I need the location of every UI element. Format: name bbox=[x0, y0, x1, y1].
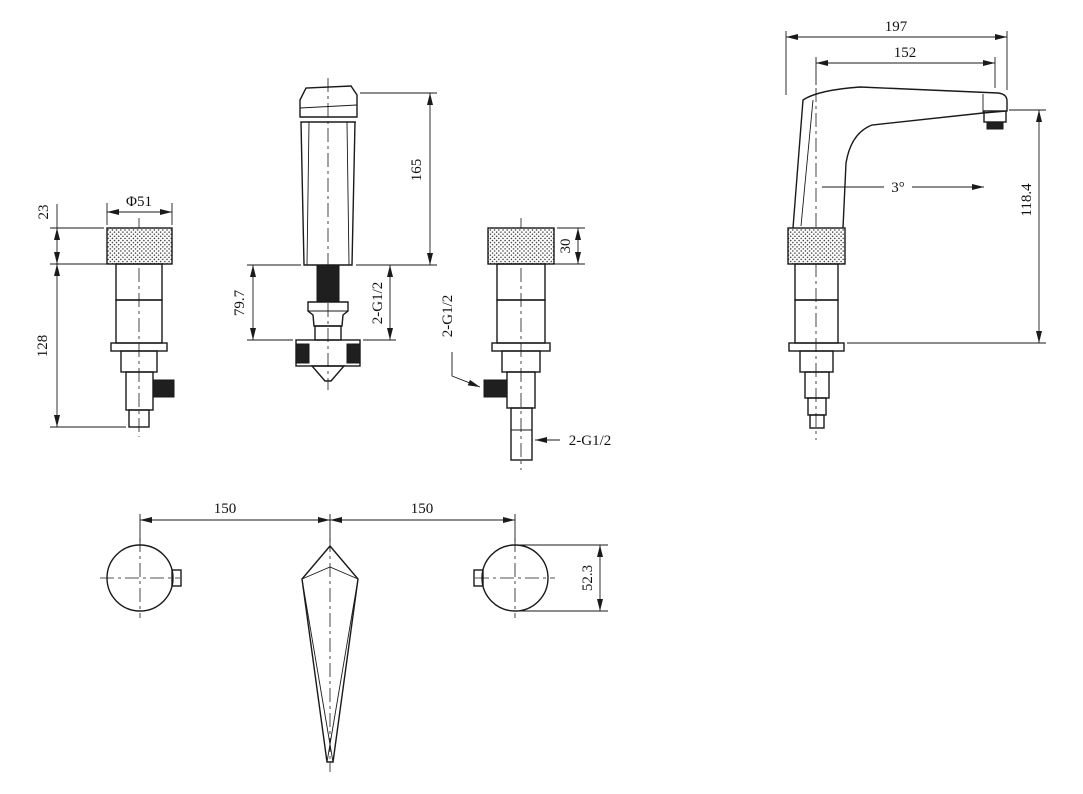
dim-shank-length: 79.7 bbox=[232, 264, 301, 341]
dim-overall-reach-label: 197 bbox=[885, 19, 908, 35]
dim-left-cap-diameter: Φ51 bbox=[106, 194, 173, 225]
spout-front-cap bbox=[299, 85, 358, 118]
spout-crossbar-port-left bbox=[295, 343, 310, 364]
dim-right-knurl-height-label: 30 bbox=[558, 239, 574, 254]
left-handle-front-view: Φ51 23 128 bbox=[35, 194, 175, 437]
dim-handle-diameter: 52.3 bbox=[517, 544, 608, 612]
dim-outlet-height: 118.4 bbox=[847, 109, 1046, 344]
spout-side-bottom-nub bbox=[809, 414, 825, 429]
dim-right-knurl-height: 30 bbox=[548, 227, 585, 265]
spout-front-view: 165 79.7 2-G1/2 bbox=[232, 78, 437, 390]
dim-right-side-thread-label: 2-G1/2 bbox=[440, 295, 456, 338]
dim-spout-reach-label: 152 bbox=[894, 45, 917, 61]
dim-left-cap-diameter-label: Φ51 bbox=[126, 194, 152, 210]
spout-side-step bbox=[807, 397, 827, 416]
left-handle-valve-lower bbox=[125, 371, 154, 411]
dim-spout-thread-label: 2-G1/2 bbox=[370, 282, 386, 325]
dim-outlet-angle-label: 3° bbox=[891, 180, 905, 196]
spout-side-view: 197 152 3° 118.4 bbox=[785, 19, 1046, 440]
dim-spout-thread: 2-G1/2 bbox=[363, 265, 396, 341]
right-handle-inlet-pipe bbox=[510, 407, 533, 461]
dim-left-knurl-height: 23 bbox=[36, 204, 113, 265]
right-handle-knurl-grip bbox=[487, 227, 555, 265]
spout-crossbar-port-right bbox=[346, 343, 361, 364]
plan-right-handle-tab bbox=[473, 569, 484, 587]
dim-right-spacing-label: 150 bbox=[411, 501, 434, 517]
plan-view: 150 150 52.3 bbox=[100, 501, 608, 772]
dim-outlet-height-label: 118.4 bbox=[1019, 183, 1035, 217]
left-handle-knurl-grip bbox=[106, 227, 173, 265]
dim-left-spacing: 150 bbox=[139, 501, 331, 542]
dim-left-knurl-height-label: 23 bbox=[36, 205, 52, 220]
left-handle-bottom-connector bbox=[128, 409, 150, 428]
dim-right-inlet-thread-label: 2-G1/2 bbox=[569, 433, 612, 449]
dim-spout-height: 165 bbox=[356, 92, 437, 266]
left-handle-side-port bbox=[152, 379, 175, 398]
spout-mounting-nut bbox=[307, 301, 349, 327]
dim-handle-diameter-label: 52.3 bbox=[580, 565, 596, 591]
dim-spout-reach: 152 bbox=[815, 45, 996, 88]
right-handle-side-port bbox=[483, 379, 508, 398]
dim-right-spacing: 150 bbox=[330, 501, 516, 542]
dim-right-side-thread: 2-G1/2 bbox=[440, 295, 481, 388]
dim-overall-reach: 197 bbox=[785, 19, 1008, 95]
spout-front-body bbox=[300, 121, 356, 266]
spout-side-valve-body bbox=[799, 350, 834, 373]
spout-threaded-shank bbox=[316, 264, 340, 303]
dim-shank-length-label: 79.7 bbox=[232, 289, 248, 316]
dim-right-inlet-thread: 2-G1/2 bbox=[535, 433, 611, 449]
dim-outlet-angle: 3° bbox=[822, 180, 984, 196]
spout-side-knurl bbox=[787, 227, 846, 265]
spout-funnel-tip bbox=[310, 365, 346, 382]
dim-spout-height-label: 165 bbox=[409, 159, 425, 182]
plan-spout-handle-blade bbox=[301, 544, 359, 763]
dim-left-spacing-label: 150 bbox=[214, 501, 237, 517]
right-handle-front-view: 30 2-G1/2 2-G1/2 bbox=[440, 218, 611, 470]
plan-left-handle-tab bbox=[171, 569, 182, 587]
spout-side-body-lower bbox=[794, 299, 839, 344]
spout-side-flange bbox=[788, 342, 845, 352]
aerator-tip bbox=[986, 121, 1004, 130]
dim-left-body-height-label: 128 bbox=[35, 335, 51, 358]
spout-side-body-upper bbox=[794, 263, 839, 301]
spout-side-valve-lower bbox=[804, 371, 830, 399]
dim-left-body-height: 128 bbox=[35, 264, 126, 428]
spout-side-profile bbox=[792, 86, 1008, 229]
